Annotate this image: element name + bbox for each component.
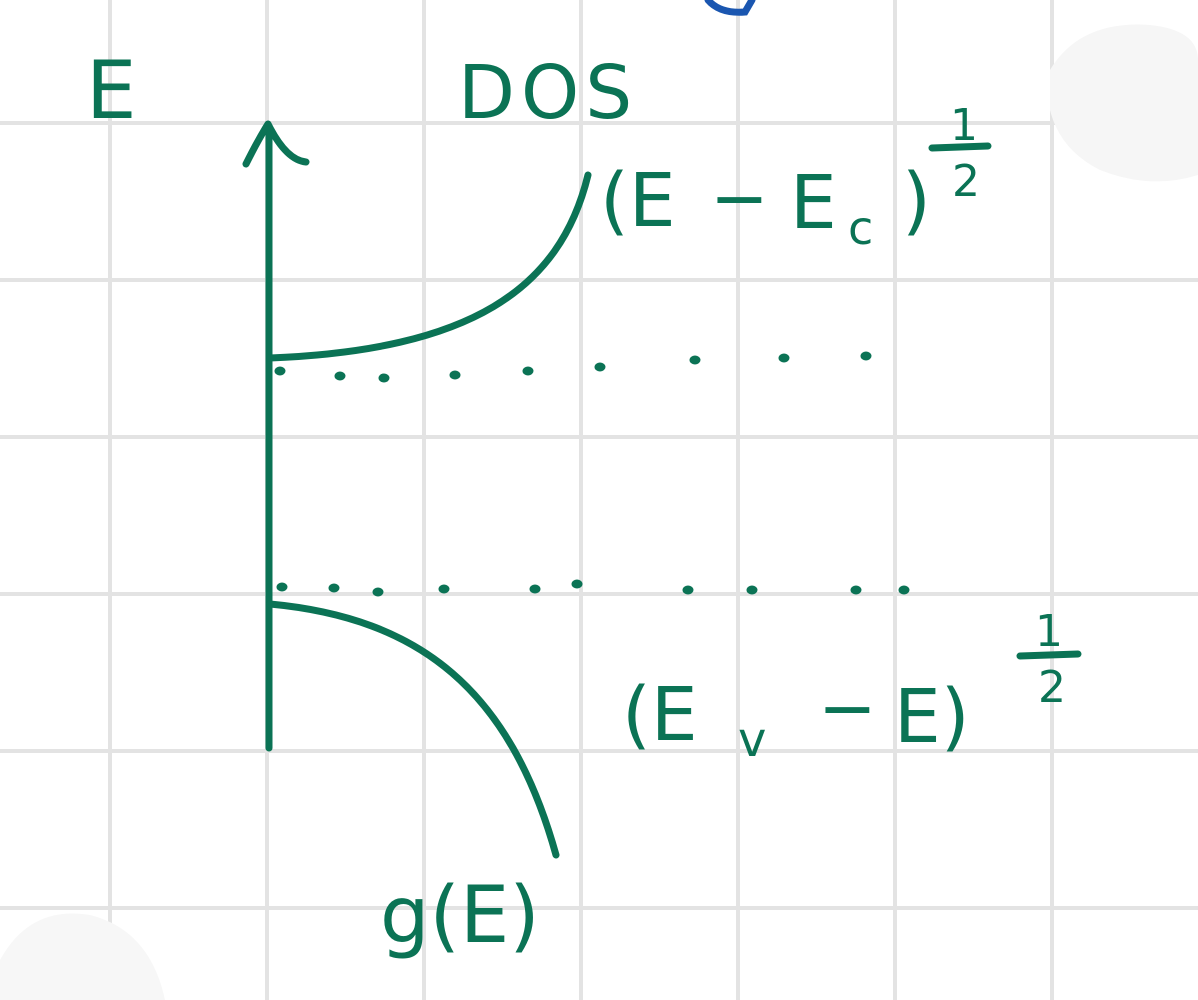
lower-dot	[438, 584, 450, 594]
cb-var: E	[790, 160, 837, 246]
upper-dot	[522, 366, 534, 376]
lower-dot	[682, 585, 694, 595]
lower-dot	[571, 579, 583, 589]
vb-minus: −	[818, 667, 877, 749]
upper-dot	[449, 370, 461, 380]
vb-sub: v	[738, 712, 766, 768]
cb-exp-bar	[928, 142, 992, 152]
cb-open: (E	[600, 158, 676, 244]
lower-dot	[898, 585, 910, 595]
cb-exp-den: 2	[952, 156, 980, 207]
upper-dot	[334, 371, 346, 381]
cb-exp-num: 1	[950, 100, 978, 151]
conduction-band-formula: (E − E c ) 1 2	[600, 100, 992, 255]
axis-arrowhead	[242, 120, 310, 168]
conduction-band-edge-dots	[274, 351, 872, 383]
lower-dot	[328, 583, 340, 593]
cb-minus: −	[710, 157, 769, 239]
cb-close: )	[902, 158, 931, 244]
vb-exp-num: 1	[1035, 606, 1063, 657]
valence-band-formula: (E v − E) 1 2	[622, 606, 1082, 768]
lower-dot	[276, 582, 288, 592]
valence-band-edge-dots	[276, 579, 910, 597]
stray-pen-mark	[704, 0, 756, 16]
upper-dot	[689, 355, 701, 365]
vb-var: E)	[894, 674, 970, 760]
upper-dot	[274, 366, 286, 376]
vb-open: (E	[622, 672, 698, 758]
dos-label: DOS	[458, 50, 638, 136]
paper-smudge-bottom-left	[0, 913, 165, 1000]
function-label: g(E)	[380, 871, 540, 961]
vb-exp-den: 2	[1038, 662, 1066, 713]
upper-dot	[594, 362, 606, 372]
upper-dot	[860, 351, 872, 361]
paper-smudge-top-right	[1050, 24, 1198, 182]
valence-band-curve	[266, 600, 560, 859]
lower-dot	[529, 584, 541, 594]
conduction-band-curve	[266, 171, 592, 362]
upper-dot	[378, 373, 390, 383]
cb-sub: c	[848, 201, 873, 255]
axis-label-energy: E	[86, 44, 137, 137]
vb-exp-bar	[1016, 650, 1082, 660]
lower-dot	[850, 585, 862, 595]
lower-dot	[746, 585, 758, 595]
lower-dot	[372, 587, 384, 597]
upper-dot	[778, 353, 790, 363]
